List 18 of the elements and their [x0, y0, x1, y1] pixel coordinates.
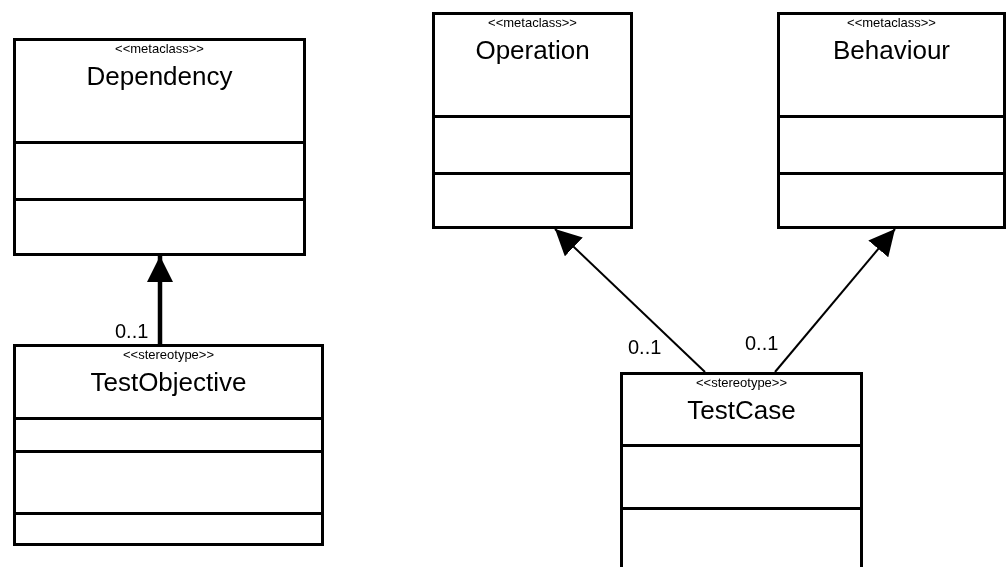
stereotype-label: <<metaclass>> [847, 15, 936, 30]
association-arrow [774, 228, 896, 373]
stereotype-label: <<stereotype>> [695, 375, 788, 390]
class-name: Dependency [86, 60, 233, 92]
class-box [13, 38, 306, 256]
stereotype-label: <<stereotype>> [122, 347, 215, 362]
class-name: Behaviour [832, 34, 951, 66]
class-name: TestCase [687, 394, 796, 426]
class-box [777, 12, 1006, 229]
stereotype-label: <<metaclass>> [488, 15, 577, 30]
class-box [620, 372, 863, 567]
class-box [432, 12, 633, 229]
class-name: TestObjective [90, 366, 247, 398]
association-arrow [554, 228, 706, 373]
class-box [13, 344, 324, 546]
stereotype-label: <<metaclass>> [115, 41, 204, 56]
association-arrow [147, 256, 173, 344]
class-name: Operation [475, 34, 590, 66]
